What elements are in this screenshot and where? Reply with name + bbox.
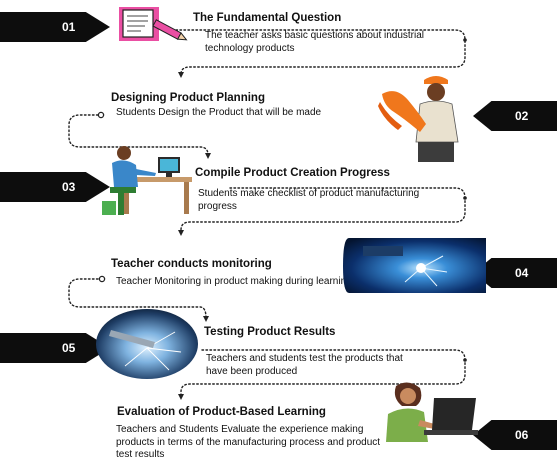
step-title-05: Testing Product Results	[204, 326, 336, 338]
step-title-01: The Fundamental Question	[193, 12, 342, 24]
desk-student-illustration	[102, 146, 192, 215]
step-badge-04: 04	[473, 258, 557, 288]
step-badge-05: 05	[0, 333, 110, 363]
step-badge-03: 03	[0, 172, 110, 202]
grinding-photo	[96, 309, 198, 379]
step-title-02: Designing Product Planning	[111, 92, 265, 104]
step-number: 02	[515, 109, 529, 123]
step-badge-01: 01	[0, 12, 110, 42]
step-number: 06	[515, 428, 529, 442]
step-description-01: The teacher asks basic questions about i…	[205, 30, 425, 54]
step-number: 05	[62, 341, 76, 355]
step-badge-02: 02	[473, 101, 557, 131]
worker-illustration	[378, 76, 459, 162]
step-number: 03	[62, 180, 76, 194]
document-pencil-icon	[119, 7, 188, 41]
welding-photo	[343, 238, 486, 293]
step-description-04: Teacher Monitoring in product making dur…	[116, 276, 352, 287]
step-description-06: Teachers and Students Evaluate the exper…	[116, 424, 381, 460]
laptop-student-illustration	[386, 382, 478, 442]
step-badge-06: 06	[473, 420, 557, 450]
step-description-02: Students Design the Product that will be…	[116, 107, 322, 118]
step-description-03: Students make checklist of product manuf…	[198, 188, 420, 212]
step-title-04: Teacher conducts monitoring	[111, 258, 272, 270]
step-title-03: Compile Product Creation Progress	[195, 167, 390, 179]
step-description-05: Teachers and students test the products …	[206, 353, 403, 377]
step-number: 01	[62, 20, 76, 34]
step-number: 04	[515, 266, 529, 280]
step-title-06: Evaluation of Product-Based Learning	[117, 406, 326, 418]
